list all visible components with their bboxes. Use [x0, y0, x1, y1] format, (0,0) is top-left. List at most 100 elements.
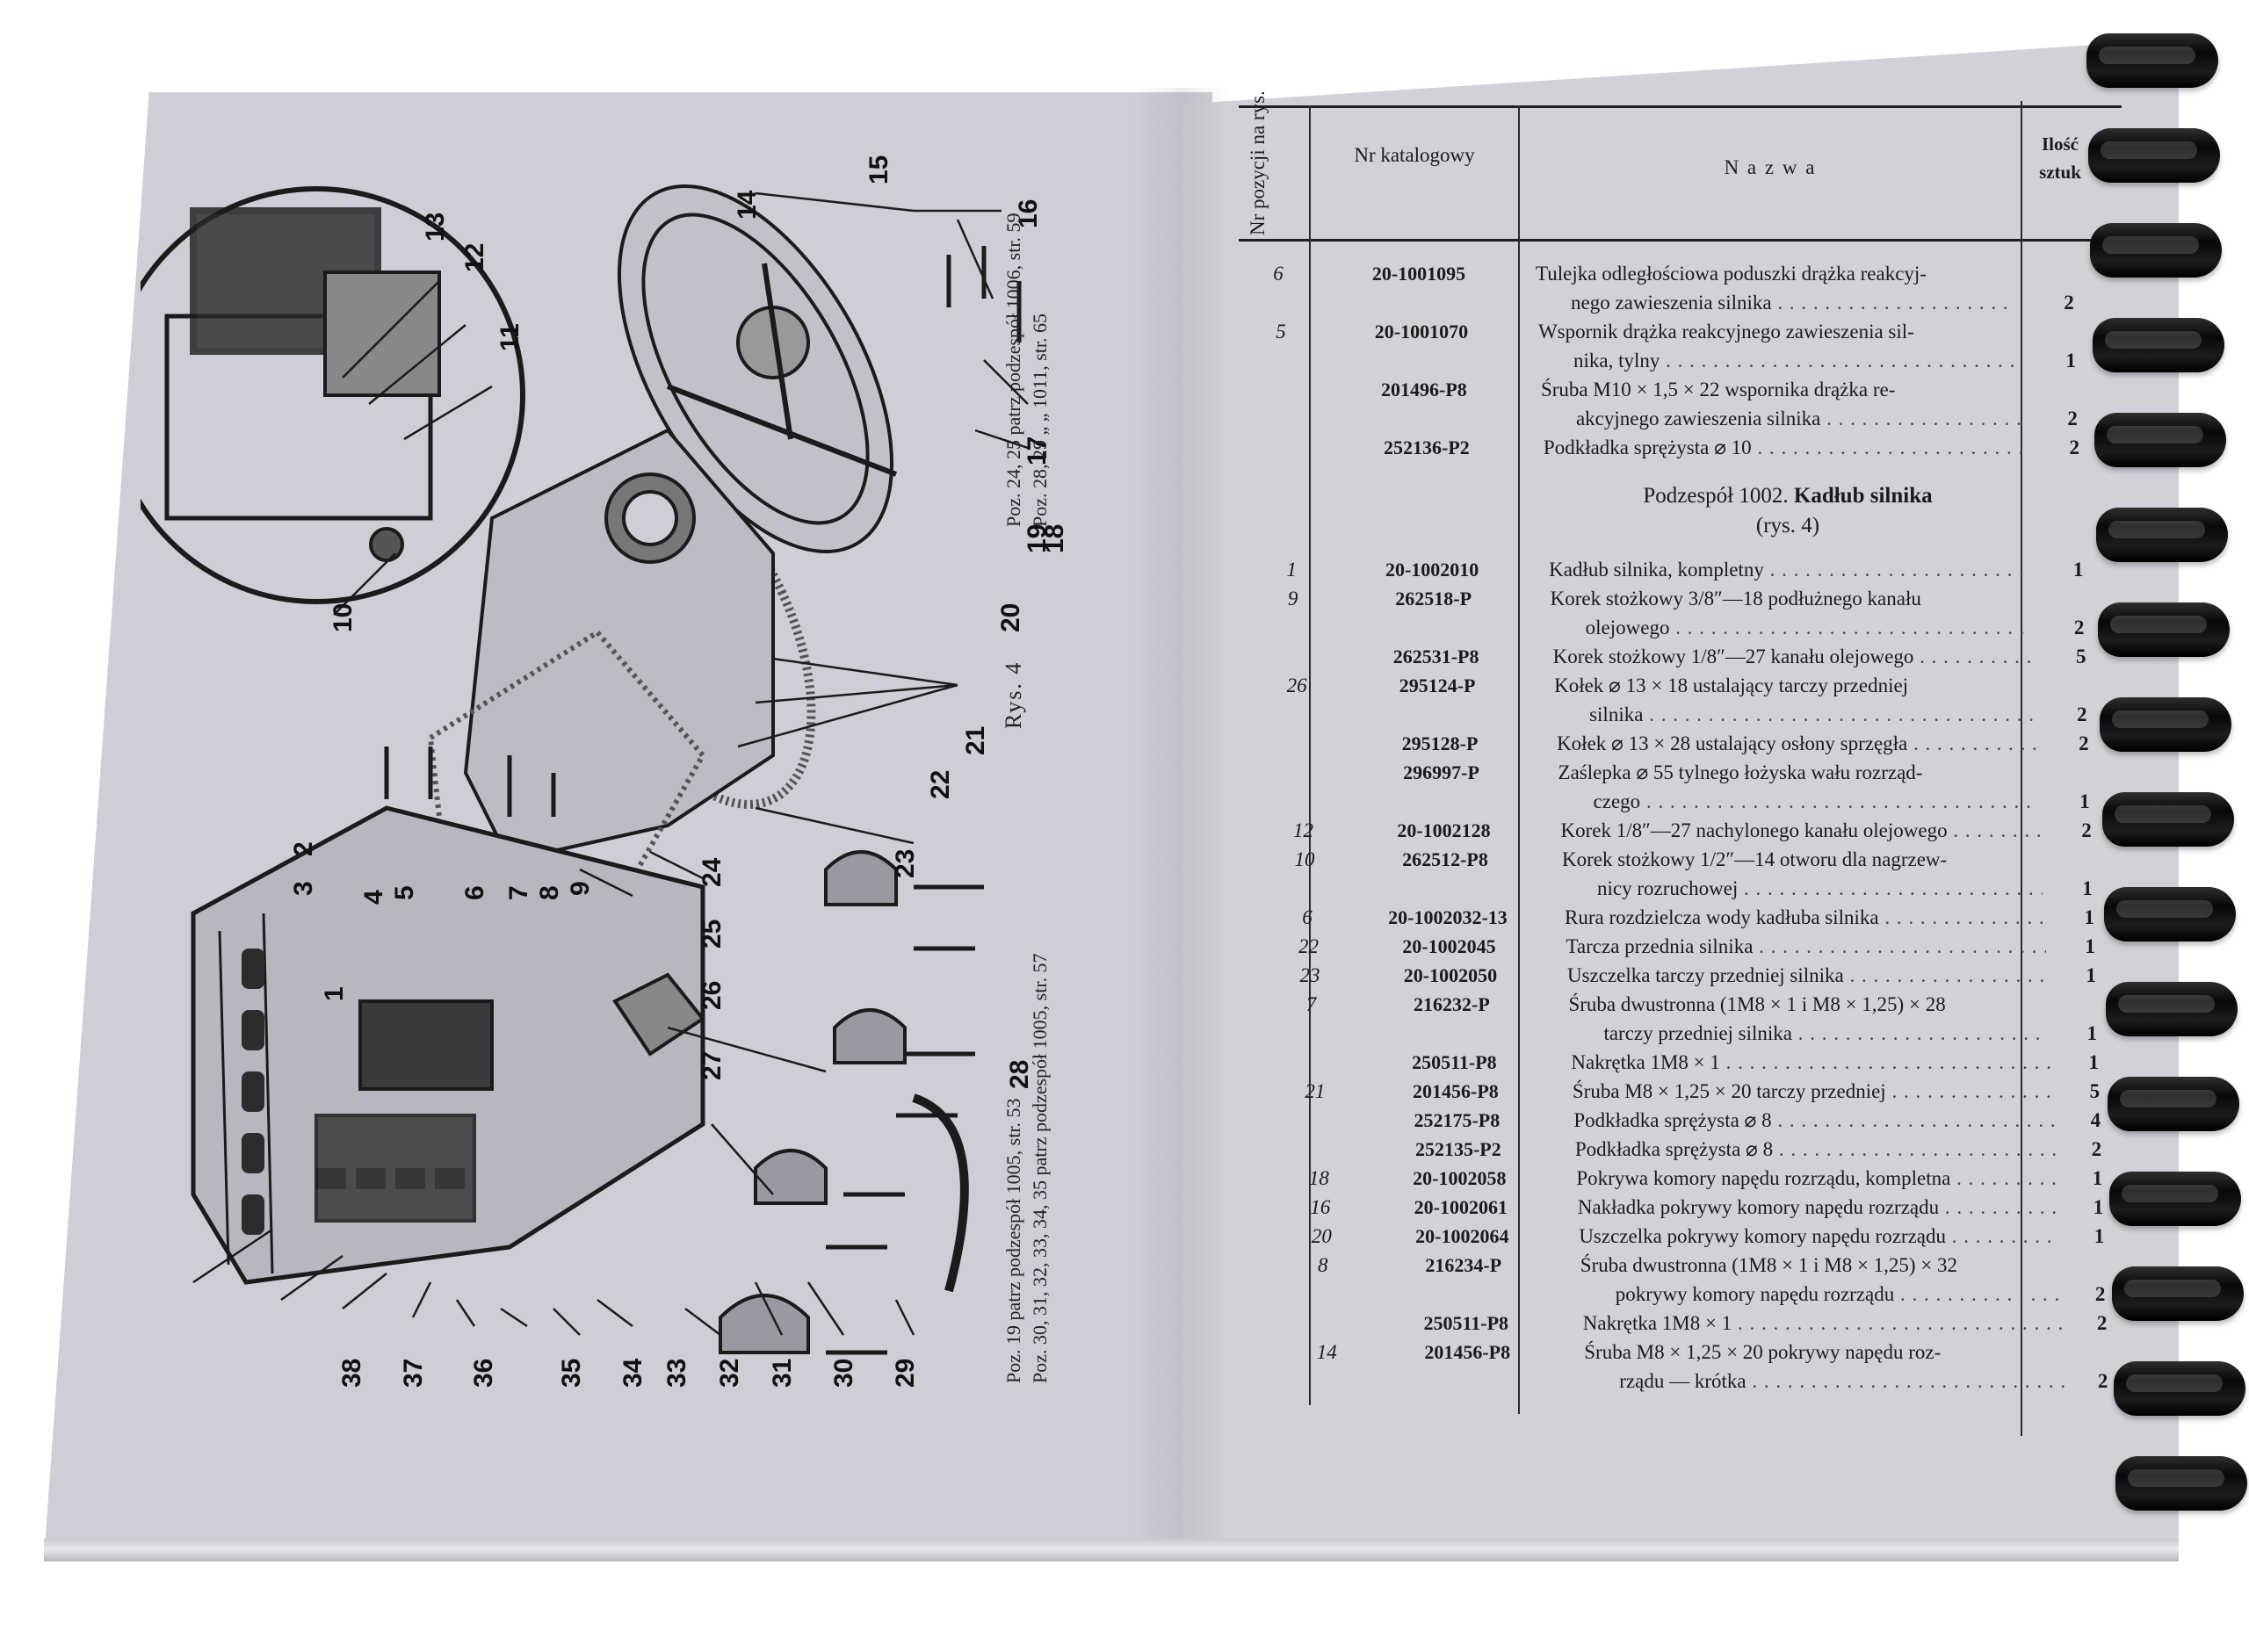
- table-row-continuation: tarczy przedniej silnika1: [0, 1019, 2249, 1049]
- row-name: Uszczelka tarczy przedniej silnika: [1567, 961, 2048, 991]
- row-catalog-nr: 201456-P8: [1424, 1341, 1511, 1363]
- callout-22: 22: [926, 770, 955, 799]
- row-position: 21: [1305, 1080, 1326, 1102]
- exploded-engine-drawing: 1 2 3 4 5 6 7 8 9 10 11 12 13 14 15 16 1…: [141, 155, 1069, 1388]
- callout-25: 25: [698, 920, 727, 949]
- bearing-caps: [719, 850, 907, 1354]
- section-heading: Podzespół 1002. Kadłub silnika (rys. 4): [1529, 481, 2047, 541]
- binding-ring: [2088, 128, 2221, 183]
- row-catalog-nr: 20-1002010: [1385, 559, 1479, 581]
- row-name-continuation: rządu — krótka: [1619, 1367, 2065, 1396]
- row-name: Pokrywa komory napędu rozrządu, kompletn…: [1576, 1164, 2057, 1194]
- row-position: 12: [1293, 819, 1314, 841]
- callout-38: 38: [337, 1359, 366, 1388]
- water-pipe: [912, 1093, 969, 1293]
- row-name: Kołek ⌀ 13 × 18 ustalający tarczy przedn…: [1554, 675, 1909, 696]
- row-position: 22: [1298, 935, 1319, 957]
- row-name: Korek stożkowy 1/2″—14 otworu dla nagrze…: [1562, 848, 1948, 870]
- table-row-continuation: czego1: [0, 787, 2249, 817]
- header-name: N a z w a: [1724, 156, 1817, 178]
- table-row-continuation: silnika2: [0, 700, 2249, 730]
- table-header-rule: [1239, 239, 2126, 242]
- row-name-continuation: nicy rozruchowej: [1597, 874, 2043, 904]
- row-catalog-nr: 20-1002061: [1414, 1196, 1508, 1218]
- row-catalog-nr: 262518-P: [1395, 588, 1472, 610]
- row-position: 8: [1318, 1254, 1328, 1276]
- row-name: Śruba M8 × 1,25 × 20 tarczy przedniej: [1573, 1077, 2053, 1107]
- row-position: 16: [1310, 1196, 1331, 1218]
- callout-2: 2: [289, 841, 318, 856]
- row-position: 6: [1302, 906, 1313, 928]
- binding-ring: [2109, 1172, 2242, 1226]
- callout-16: 16: [1014, 199, 1043, 228]
- callout-labels: 1 2 3 4 5 6 7 8 9 10 11 12 13 14 15 16 1…: [289, 155, 1069, 1388]
- binding-ring: [2094, 413, 2226, 467]
- row-position: 26: [1286, 675, 1307, 696]
- table-row-continuation: nika, tylny1: [0, 346, 2249, 376]
- binding-ring: [2101, 792, 2234, 847]
- callout-35: 35: [557, 1359, 586, 1388]
- row-name: Tarcza przednia silnika: [1566, 932, 2046, 962]
- callout-12: 12: [460, 243, 489, 272]
- row-name: Kołek ⌀ 13 × 28 ustalający osłony sprzęg…: [1557, 729, 2037, 759]
- table-row-continuation: rządu — krótka2: [0, 1367, 2249, 1396]
- row-catalog-nr: 262512-P8: [1402, 848, 1488, 870]
- row-position: 1: [1286, 559, 1297, 581]
- callout-20: 20: [996, 603, 1025, 632]
- row-catalog-nr: 252175-P8: [1414, 1109, 1501, 1131]
- spiral-binding: [2060, 18, 2249, 1555]
- col-rule-2: [1518, 105, 1520, 1414]
- row-name: Śruba dwustronna (1M8 × 1 i M8 × 1,25) ×…: [1568, 993, 1946, 1015]
- row-name: Nakrętka 1M8 × 1: [1571, 1048, 2051, 1078]
- row-name-continuation: nika, tylny: [1573, 346, 2019, 376]
- table-row-continuation: pokrywy komory napędu rozrządu2: [0, 1280, 2249, 1309]
- row-qty: 1: [2082, 877, 2093, 899]
- row-catalog-nr: 216232-P: [1414, 993, 1490, 1015]
- row-name-continuation: silnika: [1589, 700, 2035, 730]
- row-name: Rura rozdzielcza wody kadłuba silnika: [1565, 903, 2045, 933]
- binding-ring: [2108, 1077, 2240, 1131]
- binding-ring: [2100, 697, 2232, 752]
- table-top-rule: [1239, 105, 2122, 108]
- row-name: Nakrętka 1M8 × 1: [1583, 1309, 2064, 1338]
- row-catalog-nr: 295124-P: [1399, 675, 1476, 696]
- row-qty: 1: [2088, 1051, 2100, 1073]
- binding-ring: [2106, 982, 2238, 1036]
- binding-ring: [2086, 33, 2218, 88]
- callout-32: 32: [715, 1359, 744, 1388]
- callout-19: 19: [1023, 524, 1052, 553]
- row-position: 6: [1273, 263, 1284, 285]
- row-name-continuation: tarczy przedniej silnika: [1603, 1019, 2049, 1049]
- binding-ring: [2096, 508, 2228, 562]
- callout-37: 37: [399, 1359, 428, 1388]
- callout-36: 36: [469, 1359, 498, 1388]
- row-catalog-nr: 296997-P: [1403, 761, 1479, 783]
- row-name: Podkładka sprężysta ⌀ 8: [1575, 1135, 2056, 1165]
- row-name: Zaślepka ⌀ 55 tylnego łożyska wału rozrz…: [1558, 761, 1923, 783]
- row-catalog-nr: 252136-P2: [1384, 436, 1470, 458]
- row-qty: 2: [2069, 436, 2079, 458]
- row-qty: 1: [2084, 906, 2094, 928]
- callout-5: 5: [390, 885, 419, 900]
- header-catalog-nr: Nr katalogowy: [1354, 144, 1475, 166]
- section-prefix: Podzespół 1002.: [1643, 484, 1789, 508]
- callout-11: 11: [495, 323, 524, 351]
- row-qty: 1: [2072, 559, 2084, 581]
- row-position: 14: [1316, 1341, 1337, 1363]
- table-row-continuation: nego zawieszenia silnika2: [0, 288, 2249, 318]
- callout-26: 26: [698, 981, 727, 1010]
- row-name: Korek 1/8″—27 nachylonego kanału olejowe…: [1561, 816, 2042, 846]
- callout-14: 14: [733, 190, 762, 220]
- row-catalog-nr: 252135-P2: [1414, 1138, 1501, 1160]
- row-catalog-nr: 201456-P8: [1413, 1080, 1499, 1102]
- row-position: 18: [1308, 1167, 1329, 1189]
- section-title: Kadłub silnika: [1793, 484, 1933, 508]
